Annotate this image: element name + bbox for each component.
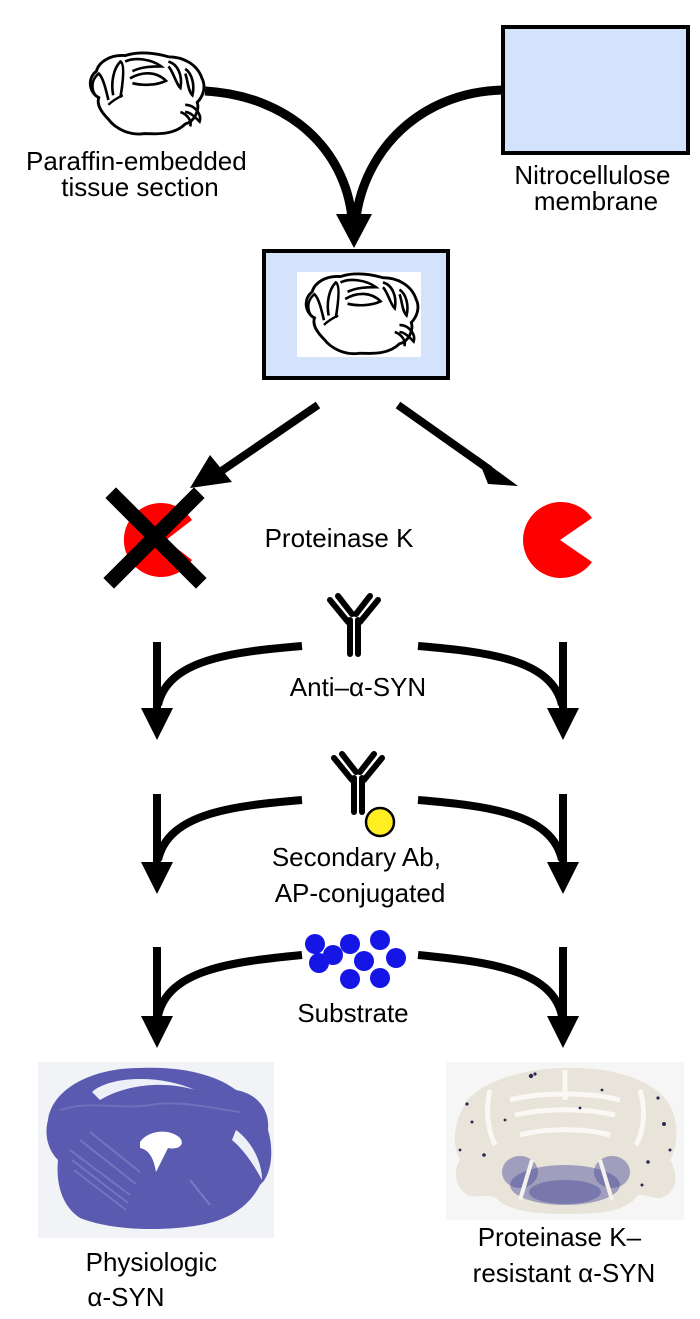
substrate-label: Substrate xyxy=(297,998,408,1028)
tissue-section-icon xyxy=(88,51,206,136)
secondary-antibody-label: Secondary Ab, AP-conjugated xyxy=(272,842,448,908)
tissue-on-membrane-icon xyxy=(262,249,450,380)
arrowhead-split-right xyxy=(477,456,518,486)
result-right-label-line2: resistant α-SYN xyxy=(473,1258,656,1288)
arrow-secondary-left xyxy=(154,796,303,862)
arrowhead-secondary-left xyxy=(141,862,173,894)
pk-resistant-stain-image xyxy=(446,1062,684,1220)
secondary-antibody-icon xyxy=(334,754,396,838)
arrow-split-right xyxy=(395,401,493,474)
arrowhead-primary-left xyxy=(141,708,173,740)
crossed-out-proteinase-k-icon xyxy=(103,487,207,589)
substrate-dots-icon xyxy=(305,930,406,989)
result-left-label-line1: Physiologic xyxy=(86,1247,218,1277)
proteinase-k-pacman-icon xyxy=(523,502,592,579)
arrow-substrate-right xyxy=(417,951,566,1018)
arrowhead-primary-right xyxy=(547,708,579,740)
arrowhead-secondary-right xyxy=(547,862,579,894)
arrow-primary-left xyxy=(154,642,303,707)
arrow-membrane-to-blot xyxy=(351,85,504,219)
secondary-antibody-label-line2: AP-conjugated xyxy=(275,878,446,908)
proteinase-k-label: Proteinase K xyxy=(265,523,415,553)
membrane-label-line2: membrane xyxy=(534,186,658,216)
membrane-label: Nitrocellulose membrane xyxy=(514,160,677,216)
arrowhead-blot xyxy=(336,214,372,248)
arrow-secondary-right xyxy=(417,796,566,862)
arrow-tissue-to-blot xyxy=(204,86,357,223)
result-right-label: Proteinase K– resistant α-SYN xyxy=(473,1222,656,1288)
result-right-label-line1: Proteinase K– xyxy=(478,1222,642,1252)
primary-antibody-label: Anti–α-SYN xyxy=(290,672,426,702)
physiologic-stain-image xyxy=(38,1062,274,1238)
membrane-label-line1: Nitrocellulose xyxy=(514,160,670,190)
tissue-section-label-line2: tissue section xyxy=(61,172,219,202)
arrowhead-split-left xyxy=(190,455,232,488)
membrane-icon xyxy=(501,25,690,155)
arrow-split-left xyxy=(217,401,321,476)
result-left-label: Physiologic α-SYN xyxy=(86,1247,225,1312)
tissue-section-label: Paraffin-embedded tissue section xyxy=(26,146,254,202)
tissue-section-label-line1: Paraffin-embedded xyxy=(26,146,247,176)
arrow-substrate-left xyxy=(154,951,303,1018)
arrowhead-substrate-right xyxy=(547,1016,579,1048)
secondary-antibody-label-line1: Secondary Ab, xyxy=(272,842,441,872)
arrowhead-substrate-left xyxy=(141,1016,173,1048)
primary-antibody-icon xyxy=(330,596,378,654)
arrow-primary-right xyxy=(417,642,566,707)
result-left-label-line2: α-SYN xyxy=(87,1282,164,1312)
